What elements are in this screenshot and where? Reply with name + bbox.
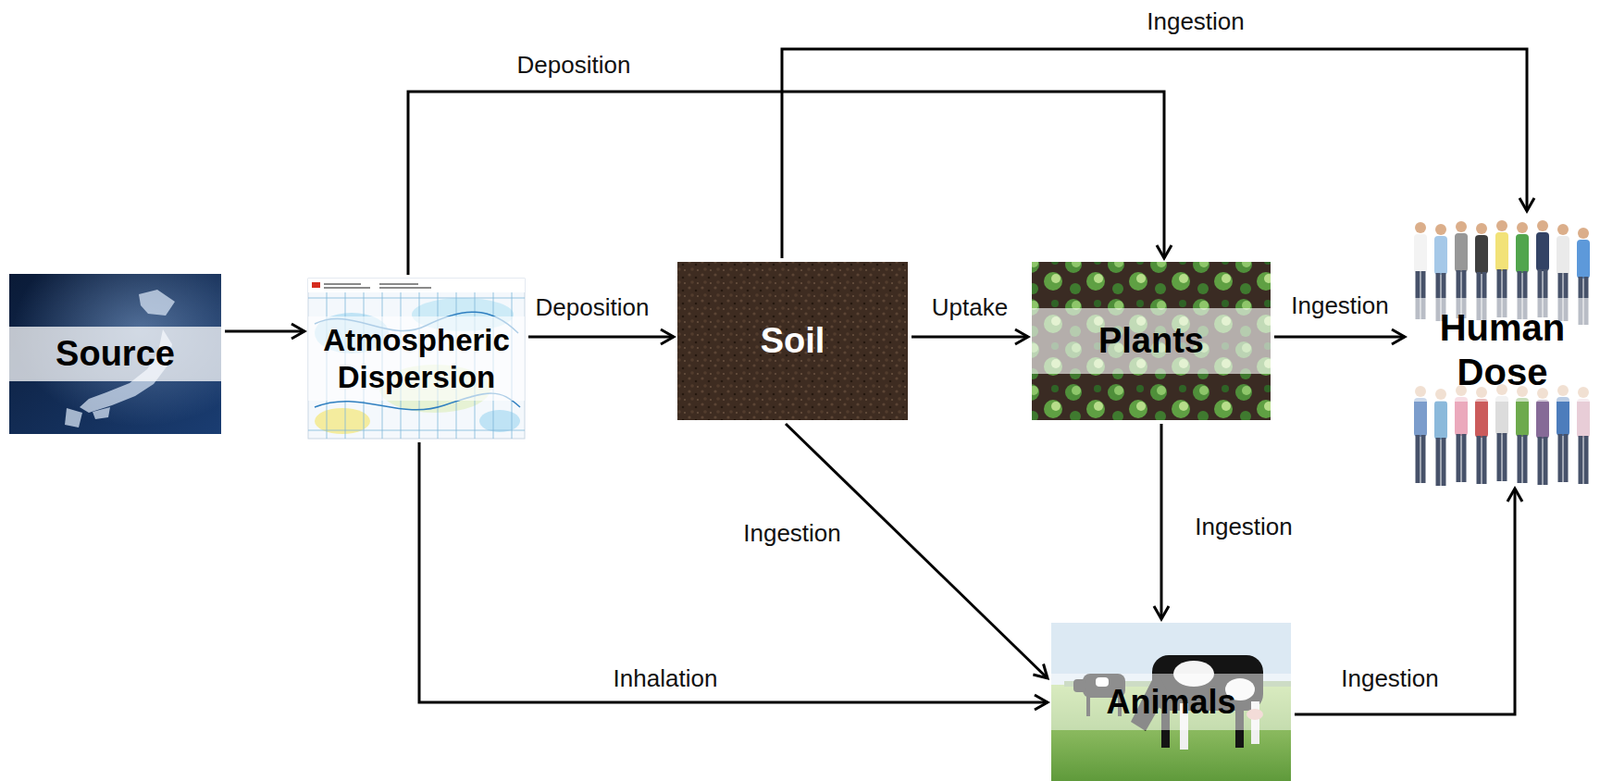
source-box: Source — [9, 273, 222, 435]
edge-label: Inhalation — [609, 664, 722, 694]
header-mark — [379, 286, 432, 289]
map-grid — [308, 292, 525, 439]
connector-arrow — [1160, 423, 1164, 620]
person — [1434, 388, 1448, 486]
connector-arrow — [1294, 488, 1515, 715]
node-label: Plants — [1031, 308, 1271, 375]
header-mark — [379, 283, 419, 286]
node-label: Source — [9, 326, 222, 383]
source-glow — [9, 273, 222, 435]
map-background — [308, 278, 525, 439]
edge-label: Deposition — [513, 50, 635, 80]
map-header — [308, 278, 525, 293]
dispersion-box: Atmospheric Dispersion — [308, 278, 525, 439]
node-label: Human Dose — [1408, 297, 1597, 402]
source-background — [9, 273, 222, 435]
weather-map-picture — [308, 278, 525, 439]
connector-arrow — [419, 442, 1048, 703]
people-picture — [1408, 214, 1597, 486]
connector-arrow — [224, 330, 305, 334]
plants-box: Plants — [1031, 261, 1271, 421]
animals-box: Animals — [1051, 622, 1291, 781]
soil-box: Soil — [677, 261, 908, 421]
edge-label: Ingestion — [739, 519, 845, 548]
connector-arrow — [785, 423, 1048, 679]
map-region — [479, 409, 521, 433]
connector-arrow — [911, 335, 1029, 339]
map-island — [138, 289, 175, 316]
connector-arrow — [408, 91, 1165, 275]
header-mark — [323, 283, 361, 286]
human-dose-box: Human Dose — [1408, 214, 1597, 485]
edge-label: Ingestion — [1190, 512, 1297, 542]
connector-arrow — [528, 335, 674, 339]
source-picture — [9, 273, 222, 435]
node-label: Animals — [1051, 673, 1291, 731]
connector-arrow — [781, 49, 1527, 259]
edge-label: Ingestion — [1142, 7, 1249, 37]
person — [1536, 387, 1550, 485]
map-island — [64, 408, 83, 428]
soil-picture — [677, 261, 908, 421]
plants-picture — [1031, 261, 1271, 421]
header-mark — [323, 286, 371, 289]
node-label: Atmospheric Dispersion — [308, 316, 525, 401]
people-background — [1408, 214, 1597, 485]
edge-label: Uptake — [928, 293, 1012, 323]
edge-label: Ingestion — [1287, 291, 1393, 321]
edge-label: Deposition — [532, 293, 654, 323]
node-label: Soil — [677, 317, 908, 366]
flag — [311, 282, 321, 288]
connector-arrow — [1274, 335, 1405, 339]
cows-picture — [1051, 622, 1291, 781]
map-island — [92, 407, 111, 420]
edge-label: Ingestion — [1337, 664, 1443, 694]
